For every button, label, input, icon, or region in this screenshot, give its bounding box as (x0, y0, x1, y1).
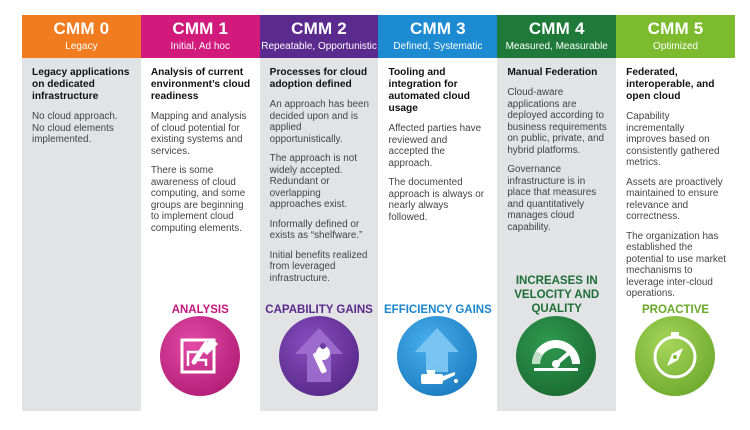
column-paragraph: Mapping and analysis of cloud potential … (150, 111, 247, 157)
header-subtitle: Optimized (653, 41, 699, 52)
column-paragraph: Informally defined or exists as “shelfwa… (269, 218, 363, 242)
benefit-label: EFFICIENCY GAINS (384, 304, 492, 316)
column-paragraph: There is some awareness of cloud computi… (150, 165, 246, 234)
column-paragraph: The approach is not widely accepted. Red… (269, 153, 357, 210)
column-body: Manual Federation Cloud-aware applicatio… (497, 58, 616, 233)
column-heading: Manual Federation (507, 67, 598, 78)
header-title: CMM 4 (528, 19, 585, 38)
header-title: CMM 3 (410, 19, 466, 38)
column-paragraph: An approach has been decided upon and is… (269, 99, 370, 145)
column-body: Tooling and integration for automated cl… (378, 58, 497, 223)
arrow-wrench-icon (278, 316, 359, 396)
header-subtitle: Defined, Systematic (393, 41, 483, 52)
header-title: CMM 5 (647, 19, 704, 38)
column-body: Federated, interoperable, and open cloud… (616, 58, 735, 300)
column-cmm5: CMM 5 Optimized Federated, interoperable… (616, 15, 735, 411)
column-heading: Tooling and integration for automated cl… (388, 67, 470, 114)
header-subtitle: Measured, Measurable (505, 41, 608, 52)
header-cmm4: CMM 4 Measured, Measurable (497, 15, 617, 58)
header-subtitle: Initial, Ad hoc (170, 41, 230, 52)
benefit-label: INCREASES IN VELOCITY AND QUALITY (514, 275, 600, 315)
column-paragraph: Capability incrementally improves based … (626, 111, 720, 168)
arrow-oilcan-icon (397, 316, 478, 396)
column-paragraph: No cloud approach. No cloud elements imp… (32, 111, 118, 145)
column-paragraph: Affected parties have reviewed and accep… (388, 123, 482, 169)
column-cmm0: CMM 0 Legacy Legacy applications on dedi… (22, 15, 141, 411)
column-paragraph: The organization has established the pot… (626, 230, 727, 300)
header-cmm5: CMM 5 Optimized (616, 15, 735, 58)
header-cmm1: CMM 1 Initial, Ad hoc (140, 15, 260, 58)
column-body: Processes for cloud adoption defined An … (260, 58, 379, 284)
speedometer-icon (516, 316, 597, 396)
header-cmm0: CMM 0 Legacy (22, 15, 141, 58)
column-cmm1: CMM 1 Initial, Ad hoc Analysis of curren… (140, 15, 260, 411)
column-body: Legacy applications on dedicated infrast… (22, 58, 141, 146)
header-title: CMM 0 (53, 19, 110, 38)
header-subtitle: Legacy (65, 41, 98, 52)
header-cmm2: CMM 2 Repeatable, Opportunistic (259, 15, 379, 58)
column-heading: Analysis of current environment’s cloud … (150, 67, 251, 102)
benefit-label: CAPABILITY GAINS (265, 304, 373, 316)
cmm-grid: CMM 0 Legacy Legacy applications on dedi… (22, 15, 735, 411)
column-heading: Legacy applications on dedicated infrast… (32, 67, 130, 102)
header-title: CMM 1 (172, 19, 229, 38)
header-subtitle: Repeatable, Opportunistic (261, 41, 377, 52)
benefit-label: ANALYSIS (171, 304, 229, 316)
column-paragraph: Assets are proactively maintained to ens… (626, 176, 723, 223)
blueprint-pencil-icon (159, 316, 240, 396)
column-paragraph: The documented approach is always or nea… (388, 177, 484, 223)
column-heading: Processes for cloud adoption defined (269, 67, 368, 90)
compass-icon (635, 316, 716, 396)
column-cmm3: CMM 3 Defined, Systematic Tooling and in… (378, 15, 498, 411)
header-cmm3: CMM 3 Defined, Systematic (378, 15, 498, 58)
column-body: Analysis of current environment’s cloud … (141, 58, 260, 234)
benefit-label: PROACTIVE (642, 304, 710, 316)
column-heading: Federated, interoperable, and open cloud (626, 67, 715, 102)
column-cmm2: CMM 2 Repeatable, Opportunistic Processe… (259, 15, 379, 411)
column-cmm4: CMM 4 Measured, Measurable Manual Federa… (497, 15, 617, 411)
header-title: CMM 2 (291, 19, 347, 38)
column-paragraph: Governance infrastructure is in place th… (507, 164, 597, 233)
column-paragraph: Initial benefits realized from leveraged… (269, 249, 368, 284)
column-paragraph: Cloud-aware applications are deployed ac… (507, 87, 607, 156)
